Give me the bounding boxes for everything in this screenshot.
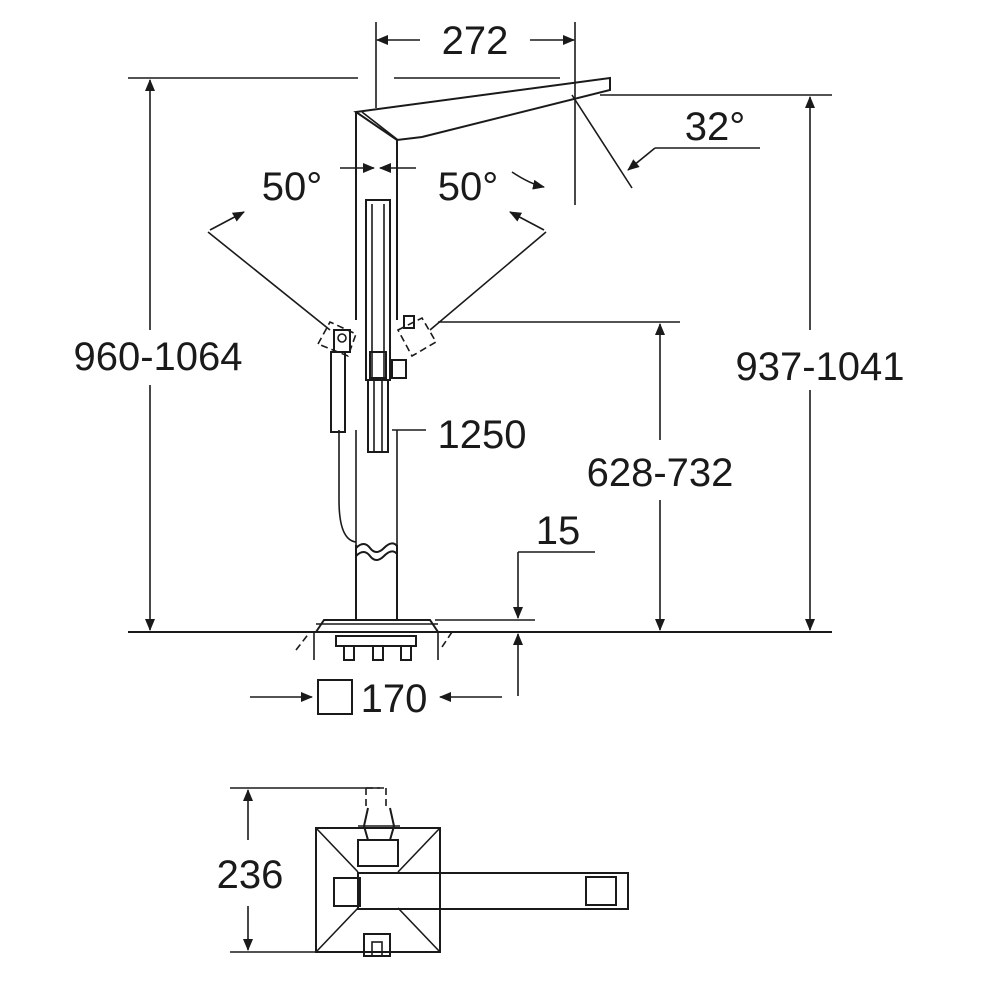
- dim-total-height-left: 960-1064: [73, 77, 560, 631]
- square-symbol-icon: [317, 679, 353, 715]
- dim-swivel-right-label: 50°: [438, 165, 499, 209]
- dim-top-width: 272: [375, 19, 576, 205]
- plan-view: 236: [217, 787, 629, 957]
- dim-swivel-angles: 50° 50°: [207, 163, 547, 331]
- dim-handle-height: 628-732: [438, 321, 734, 631]
- dim-total-height-right-label: 937-1041: [735, 345, 904, 389]
- dim-base-size: 170: [250, 677, 502, 721]
- hand-shower: [365, 199, 407, 453]
- dim-plan-depth: 236: [217, 787, 380, 953]
- dim-floor-offset-label: 15: [536, 509, 581, 553]
- elevation-view: 272 32° 50° 50° 960-1064: [73, 19, 904, 721]
- dim-floor-offset: 15: [435, 509, 595, 696]
- plan-base: [315, 827, 441, 953]
- dim-spout-angle-label: 32°: [685, 105, 746, 149]
- dim-hose-length-label: 1250: [438, 413, 527, 457]
- base-plate: [295, 619, 453, 661]
- swivel-range-left: [316, 320, 358, 358]
- dim-swivel-left-label: 50°: [262, 165, 323, 209]
- dim-spout-angle: 32°: [627, 105, 760, 171]
- dim-handle-height-label: 628-732: [587, 451, 734, 495]
- spout: [353, 76, 633, 189]
- dim-total-height-right: 937-1041: [600, 94, 905, 631]
- dim-base-size-label: 170: [361, 677, 428, 721]
- dim-plan-depth-label: 236: [217, 853, 284, 897]
- swivel-range-right: [396, 316, 438, 358]
- hose: [338, 430, 357, 543]
- dim-total-height-left-label: 960-1064: [73, 335, 242, 379]
- dim-hose-length: 1250: [392, 413, 526, 457]
- column: [355, 112, 398, 620]
- plan-spout: [357, 872, 629, 910]
- dim-top-width-label: 272: [442, 19, 509, 63]
